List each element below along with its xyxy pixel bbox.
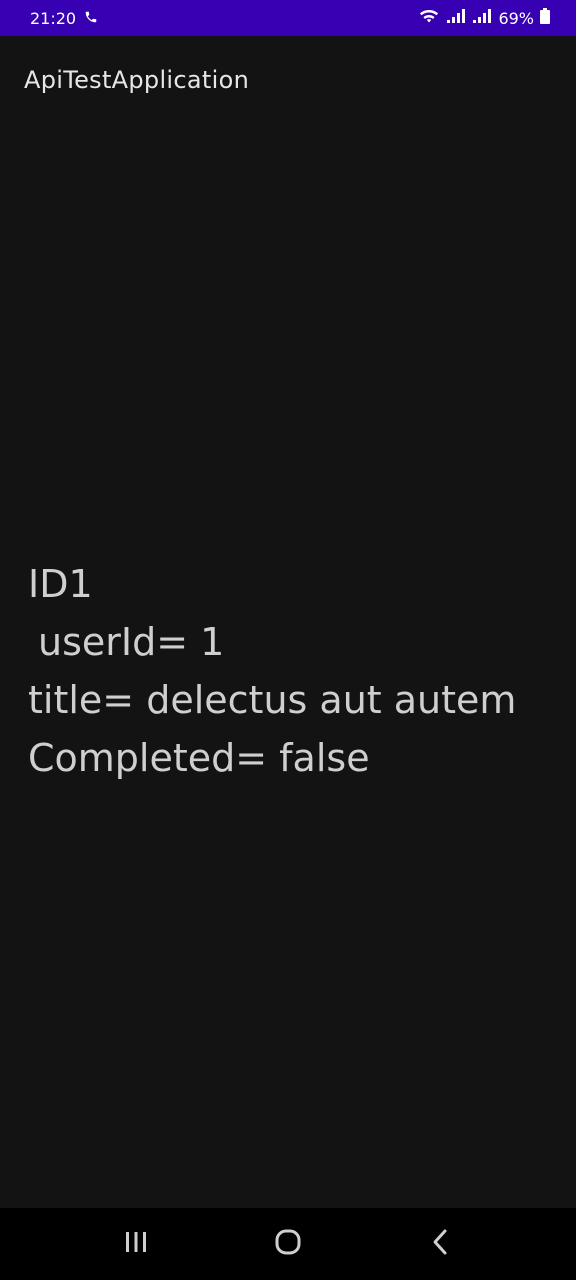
app-title: ApiTestApplication [24, 66, 250, 94]
todo-title: title= delectus aut autem [28, 678, 517, 722]
home-button[interactable] [258, 1214, 318, 1274]
navigation-bar [0, 1208, 576, 1280]
todo-user-id: userId= 1 [38, 620, 225, 664]
recent-apps-button[interactable] [106, 1214, 166, 1274]
status-left: 21:20 [30, 9, 98, 28]
status-bar: 21:20 69% [0, 0, 576, 36]
battery-icon [540, 8, 550, 28]
signal-icon [472, 8, 492, 28]
todo-details: ID1 userId= 1 title= delectus aut autem … [28, 555, 568, 787]
recent-apps-icon [123, 1230, 149, 1258]
status-right: 69% [418, 8, 550, 28]
todo-id: ID1 [28, 562, 93, 606]
back-button[interactable] [410, 1214, 470, 1274]
wifi-icon [418, 8, 440, 28]
battery-percent: 69% [498, 8, 534, 28]
signal-icon [446, 8, 466, 28]
todo-completed: Completed= false [28, 736, 370, 780]
app-bar: ApiTestApplication [0, 36, 576, 124]
back-icon [430, 1228, 450, 1260]
home-icon [274, 1228, 302, 1260]
phone-call-icon [84, 9, 98, 28]
status-time: 21:20 [30, 8, 77, 28]
